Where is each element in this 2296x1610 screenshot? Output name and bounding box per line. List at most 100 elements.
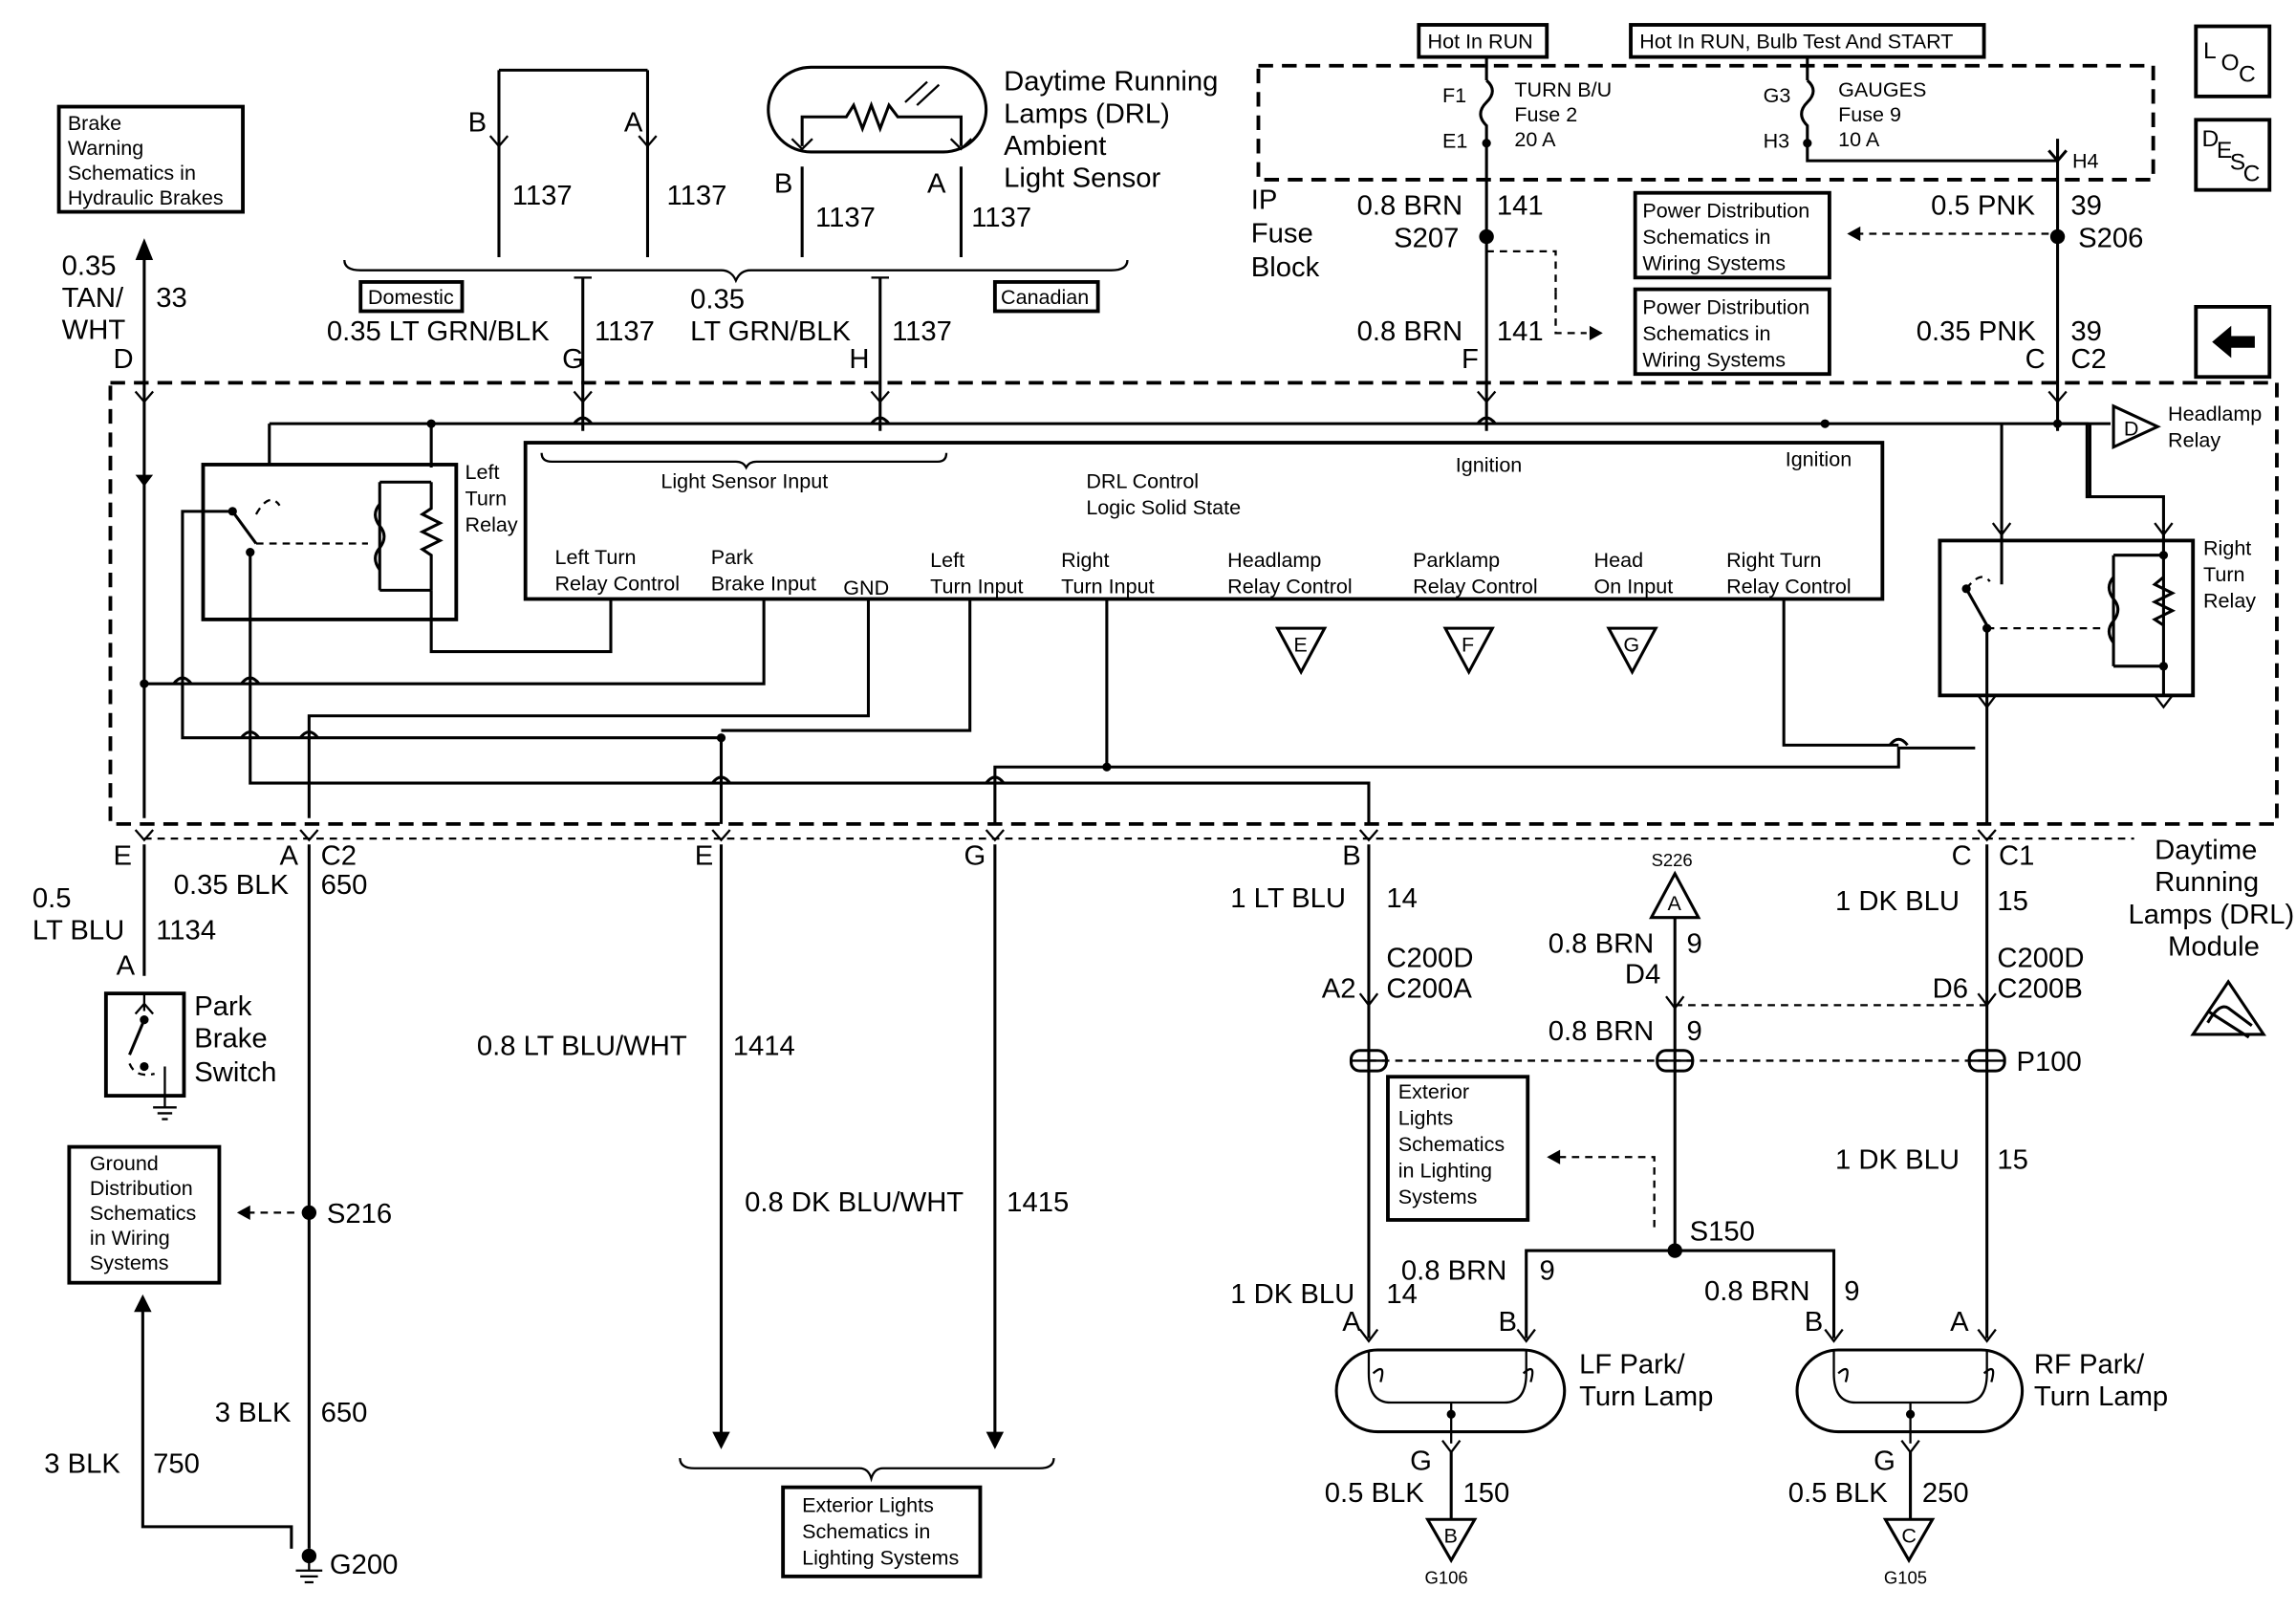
exterior-lights-ref[interactable]: Exterior Lights Schematics in Lighting S… (781, 1485, 983, 1578)
wire-3blk-label: 3 BLK (215, 1398, 292, 1428)
svg-text:Schematics in: Schematics in (1642, 226, 1770, 249)
svg-text:Hydraulic Brakes: Hydraulic Brakes (68, 186, 224, 209)
exterior-lights-ref-2[interactable]: Exterior Lights Schematics in Lighting S… (1386, 1075, 1530, 1222)
svg-text:Relay Control: Relay Control (1413, 575, 1538, 598)
fuse-9-symbol (1800, 78, 1815, 143)
wire-blk-label: 0.35 BLK (174, 870, 290, 901)
lf-lamp-pin-g: G (1410, 1446, 1432, 1476)
svg-text:Wiring Systems: Wiring Systems (1642, 349, 1786, 372)
circuit-141-label-2: 141 (1497, 316, 1544, 347)
circuit-14-label-2: 14 (1386, 1279, 1418, 1310)
svg-text:Parklamp: Parklamp (1413, 549, 1500, 572)
splice-s216-label: S216 (327, 1199, 392, 1229)
park-brake-label-2: Brake (194, 1024, 267, 1055)
rf-lamp-label: RF Park/ (2034, 1350, 2145, 1381)
drl-module-label-4: Module (2168, 931, 2260, 962)
wire-tan-wht-label-3: WHT (62, 315, 126, 346)
svg-text:Domestic: Domestic (368, 286, 454, 309)
splice-s226-tri: A (1649, 870, 1701, 920)
left-turn-relay-label-3: Relay (466, 513, 518, 536)
svg-text:Head: Head (1594, 549, 1644, 572)
splice-s206 (2049, 228, 2066, 245)
circuit-1137-label-6: 1137 (892, 316, 952, 347)
brake-warning-ref[interactable]: Brake Warning Schematics in Hydraulic Br… (56, 104, 245, 214)
ip-fuse-block-label-2: Fuse (1251, 219, 1313, 250)
ignition-label-1: Ignition (1456, 454, 1522, 477)
headlamp-relay-tri: D (2112, 403, 2161, 450)
svg-text:D: D (2201, 126, 2219, 152)
headlamp-relay-label-2: Relay (2168, 429, 2220, 452)
svg-text:Ground: Ground (90, 1152, 159, 1175)
svg-text:in Lighting: in Lighting (1398, 1160, 1492, 1183)
wire-brn-d4-label: 0.8 BRN (1549, 928, 1654, 959)
ground-tri-g106: B (1424, 1517, 1478, 1564)
svg-text:Systems: Systems (90, 1251, 169, 1274)
svg-text:Power Distribution: Power Distribution (1642, 200, 1809, 223)
desc-button[interactable]: D E S C (2194, 118, 2272, 192)
pin-g3: G3 (1764, 84, 1791, 107)
circuit-33-label: 33 (156, 283, 187, 314)
wire-brn-rf-label: 0.8 BRN (1704, 1276, 1809, 1307)
svg-text:Distribution: Distribution (90, 1177, 193, 1200)
svg-text:Schematics: Schematics (1398, 1133, 1505, 1156)
svg-text:On Input: On Input (1594, 575, 1674, 598)
wire-brn-label: 0.8 BRN (1357, 191, 1462, 222)
circuit-1137-label-4: 1137 (971, 203, 1031, 233)
svg-text:Right: Right (1061, 549, 1109, 572)
fuse-2-symbol (1479, 78, 1494, 143)
svg-text:L: L (2203, 38, 2217, 64)
svg-text:Schematics in: Schematics in (68, 162, 196, 185)
ground-distribution-ref[interactable]: Ground Distribution Schematics in Wiring… (67, 1144, 222, 1285)
pin-h4: H4 (2072, 150, 2099, 173)
wire-lt-blu-label: 0.5 (32, 883, 72, 914)
wire-ltgrn-blk-label-3: LT GRN/BLK (690, 316, 851, 347)
canadian-tag: Canadian (992, 280, 1100, 314)
svg-text:Park: Park (711, 546, 754, 569)
connector-pin-a: A (280, 841, 299, 872)
svg-text:Brake: Brake (68, 112, 121, 135)
svg-text:Wiring Systems: Wiring Systems (1642, 252, 1786, 275)
connector-a2: A2 (1322, 974, 1356, 1005)
park-brake-pin-a: A (117, 950, 136, 981)
circuit-9-lf-label: 9 (1540, 1256, 1555, 1287)
p100-connector (1349, 1049, 2006, 1073)
lf-lamp-pin-b: B (1498, 1307, 1517, 1338)
headlamp-relay-label: Headlamp (2168, 402, 2262, 425)
svg-text:Systems: Systems (1398, 1186, 1478, 1208)
splice-s150-label: S150 (1690, 1216, 1755, 1247)
ground-tri-f: F (1442, 626, 1495, 676)
svg-text:in Wiring: in Wiring (90, 1227, 170, 1250)
pin-e1: E1 (1442, 129, 1467, 152)
rf-park-turn-lamp (1795, 1348, 2025, 1444)
sensor-title-3: Ambient (1004, 131, 1106, 162)
splice-s206-label: S206 (2078, 223, 2143, 253)
right-turn-relay-label-3: Relay (2203, 590, 2256, 613)
circuit-650-label: 650 (321, 870, 368, 901)
circuit-150-label: 150 (1463, 1478, 1510, 1509)
ignition-label-2: Ignition (1786, 448, 1852, 471)
power-distribution-ref-2[interactable]: Power Distribution Schematics in Wiring … (1633, 287, 1831, 377)
circuit-14-label: 14 (1386, 883, 1418, 914)
circuit-750-label: 750 (153, 1448, 200, 1479)
circuit-15-label-2: 15 (1997, 1145, 2028, 1176)
drl-module-label-2: Running (2155, 867, 2259, 898)
svg-text:Schematics: Schematics (90, 1202, 196, 1225)
connector-pin-g: G (562, 344, 584, 375)
pin-f1: F1 (1442, 84, 1466, 107)
fuse-2-rating: 20 A (1514, 128, 1556, 151)
ground-g200 (301, 1548, 317, 1564)
connector-c2: C2 (2070, 344, 2106, 375)
wire-1-dk-blu-label: 1 DK BLU (1835, 886, 1960, 917)
power-distribution-ref-1[interactable]: Power Distribution Schematics in Wiring … (1633, 190, 1831, 280)
svg-text:C: C (2239, 62, 2256, 88)
splice-s207 (1479, 228, 1494, 245)
connector-c200a: C200A (1386, 974, 1472, 1005)
loc-button[interactable]: L O C (2194, 24, 2272, 98)
svg-text:Schematics in: Schematics in (802, 1520, 930, 1543)
ambient-light-sensor (767, 65, 988, 154)
back-arrow-button[interactable] (2194, 304, 2272, 380)
svg-text:Power Distribution: Power Distribution (1642, 296, 1809, 319)
circuit-1137-label-5: 1137 (595, 316, 655, 347)
park-brake-label-3: Switch (194, 1057, 276, 1088)
esd-warning-icon (2190, 979, 2267, 1039)
